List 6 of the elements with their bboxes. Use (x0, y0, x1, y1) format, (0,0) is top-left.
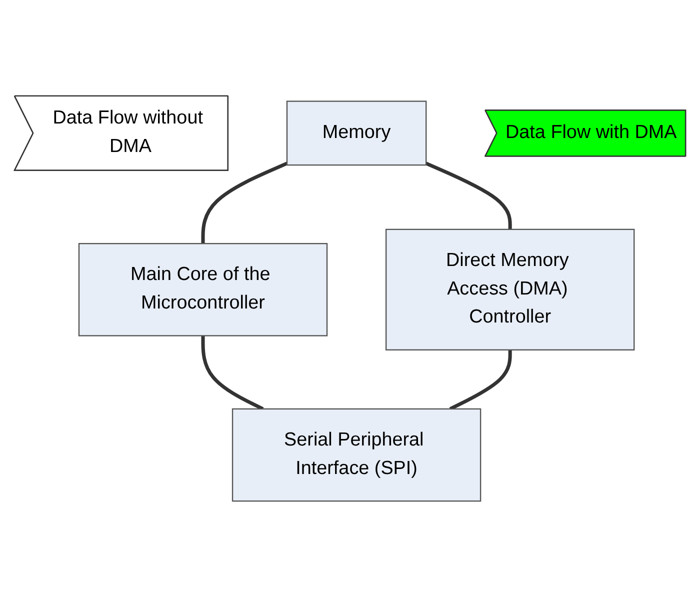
connector (425, 162, 512, 230)
node-box: Direct Memory Access (DMA) Controller (385, 228, 635, 350)
connector (201, 162, 288, 244)
node-box: Memory (286, 100, 427, 166)
node-box: Serial Peripheral Interface (SPI) (232, 408, 482, 502)
node-box: Main Core of the Microcontroller (78, 243, 328, 336)
